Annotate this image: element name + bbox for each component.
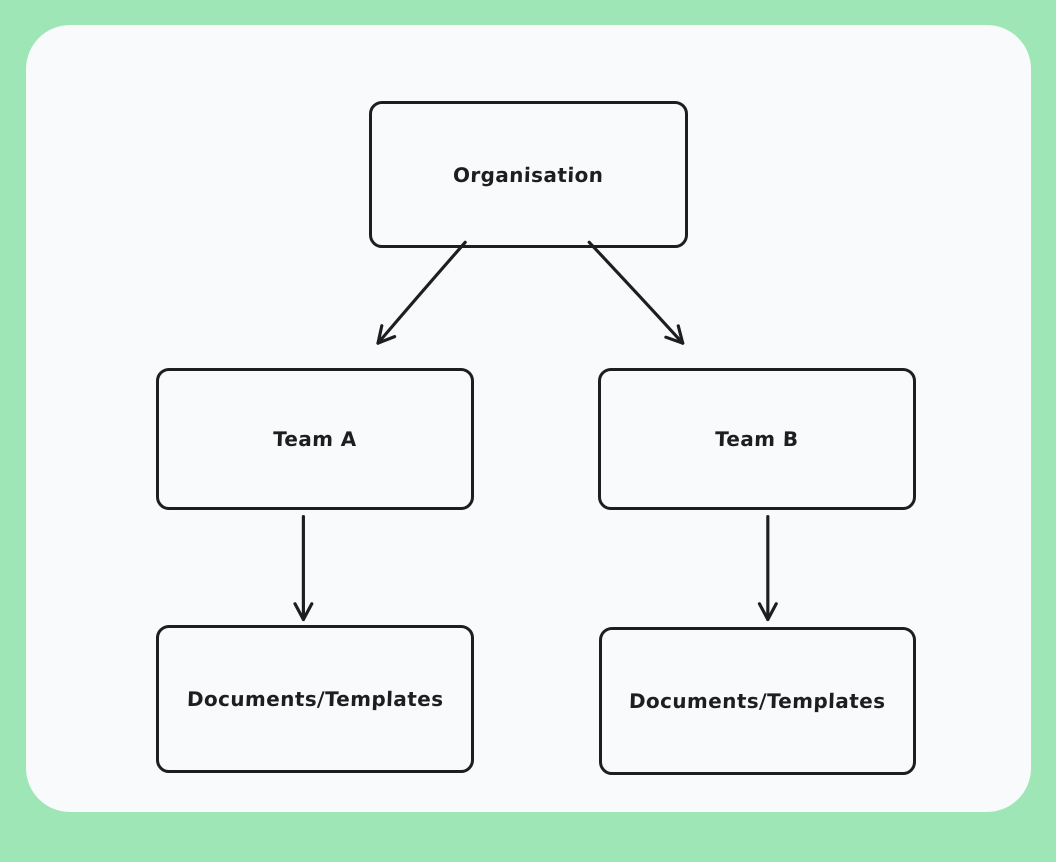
node-team-b-label: Team B	[714, 427, 800, 451]
node-organisation[interactable]: Organisation	[369, 101, 688, 248]
diagram-edges	[293, 240, 778, 622]
node-team-a[interactable]: Team A	[156, 368, 474, 510]
node-documents-a[interactable]: Documents/Templates	[156, 625, 474, 773]
node-team-a-label: Team A	[272, 427, 358, 451]
node-documents-b[interactable]: Documents/Templates	[599, 627, 916, 775]
arrow-organisation-to-team-a[interactable]	[376, 240, 467, 345]
node-documents-a-label: Documents/Templates	[186, 687, 444, 711]
node-organisation-label: Organisation	[452, 162, 605, 187]
node-team-b[interactable]: Team B	[598, 368, 916, 510]
arrow-organisation-to-team-b[interactable]	[587, 240, 685, 345]
diagram-canvas[interactable]: Organisation Team A Team B Documents/Tem…	[26, 25, 1031, 812]
node-documents-b-label: Documents/Templates	[628, 689, 887, 713]
